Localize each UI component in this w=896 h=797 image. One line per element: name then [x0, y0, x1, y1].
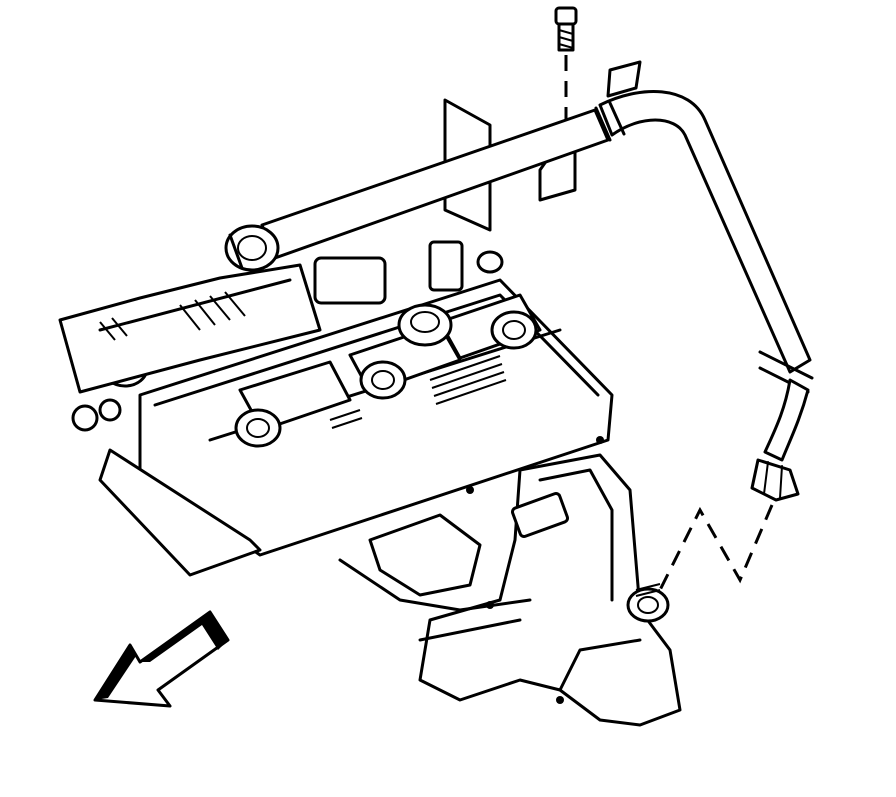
front-of-vehicle-arrow-icon: [93, 610, 230, 708]
hose-retainer-tab: [606, 60, 642, 98]
heater-hose-pipe: [224, 90, 814, 502]
intake-manifold: [58, 240, 504, 432]
bolt-icon: [554, 6, 578, 52]
fitting-alignment-line: [658, 504, 774, 591]
lower-housing: [338, 453, 682, 727]
